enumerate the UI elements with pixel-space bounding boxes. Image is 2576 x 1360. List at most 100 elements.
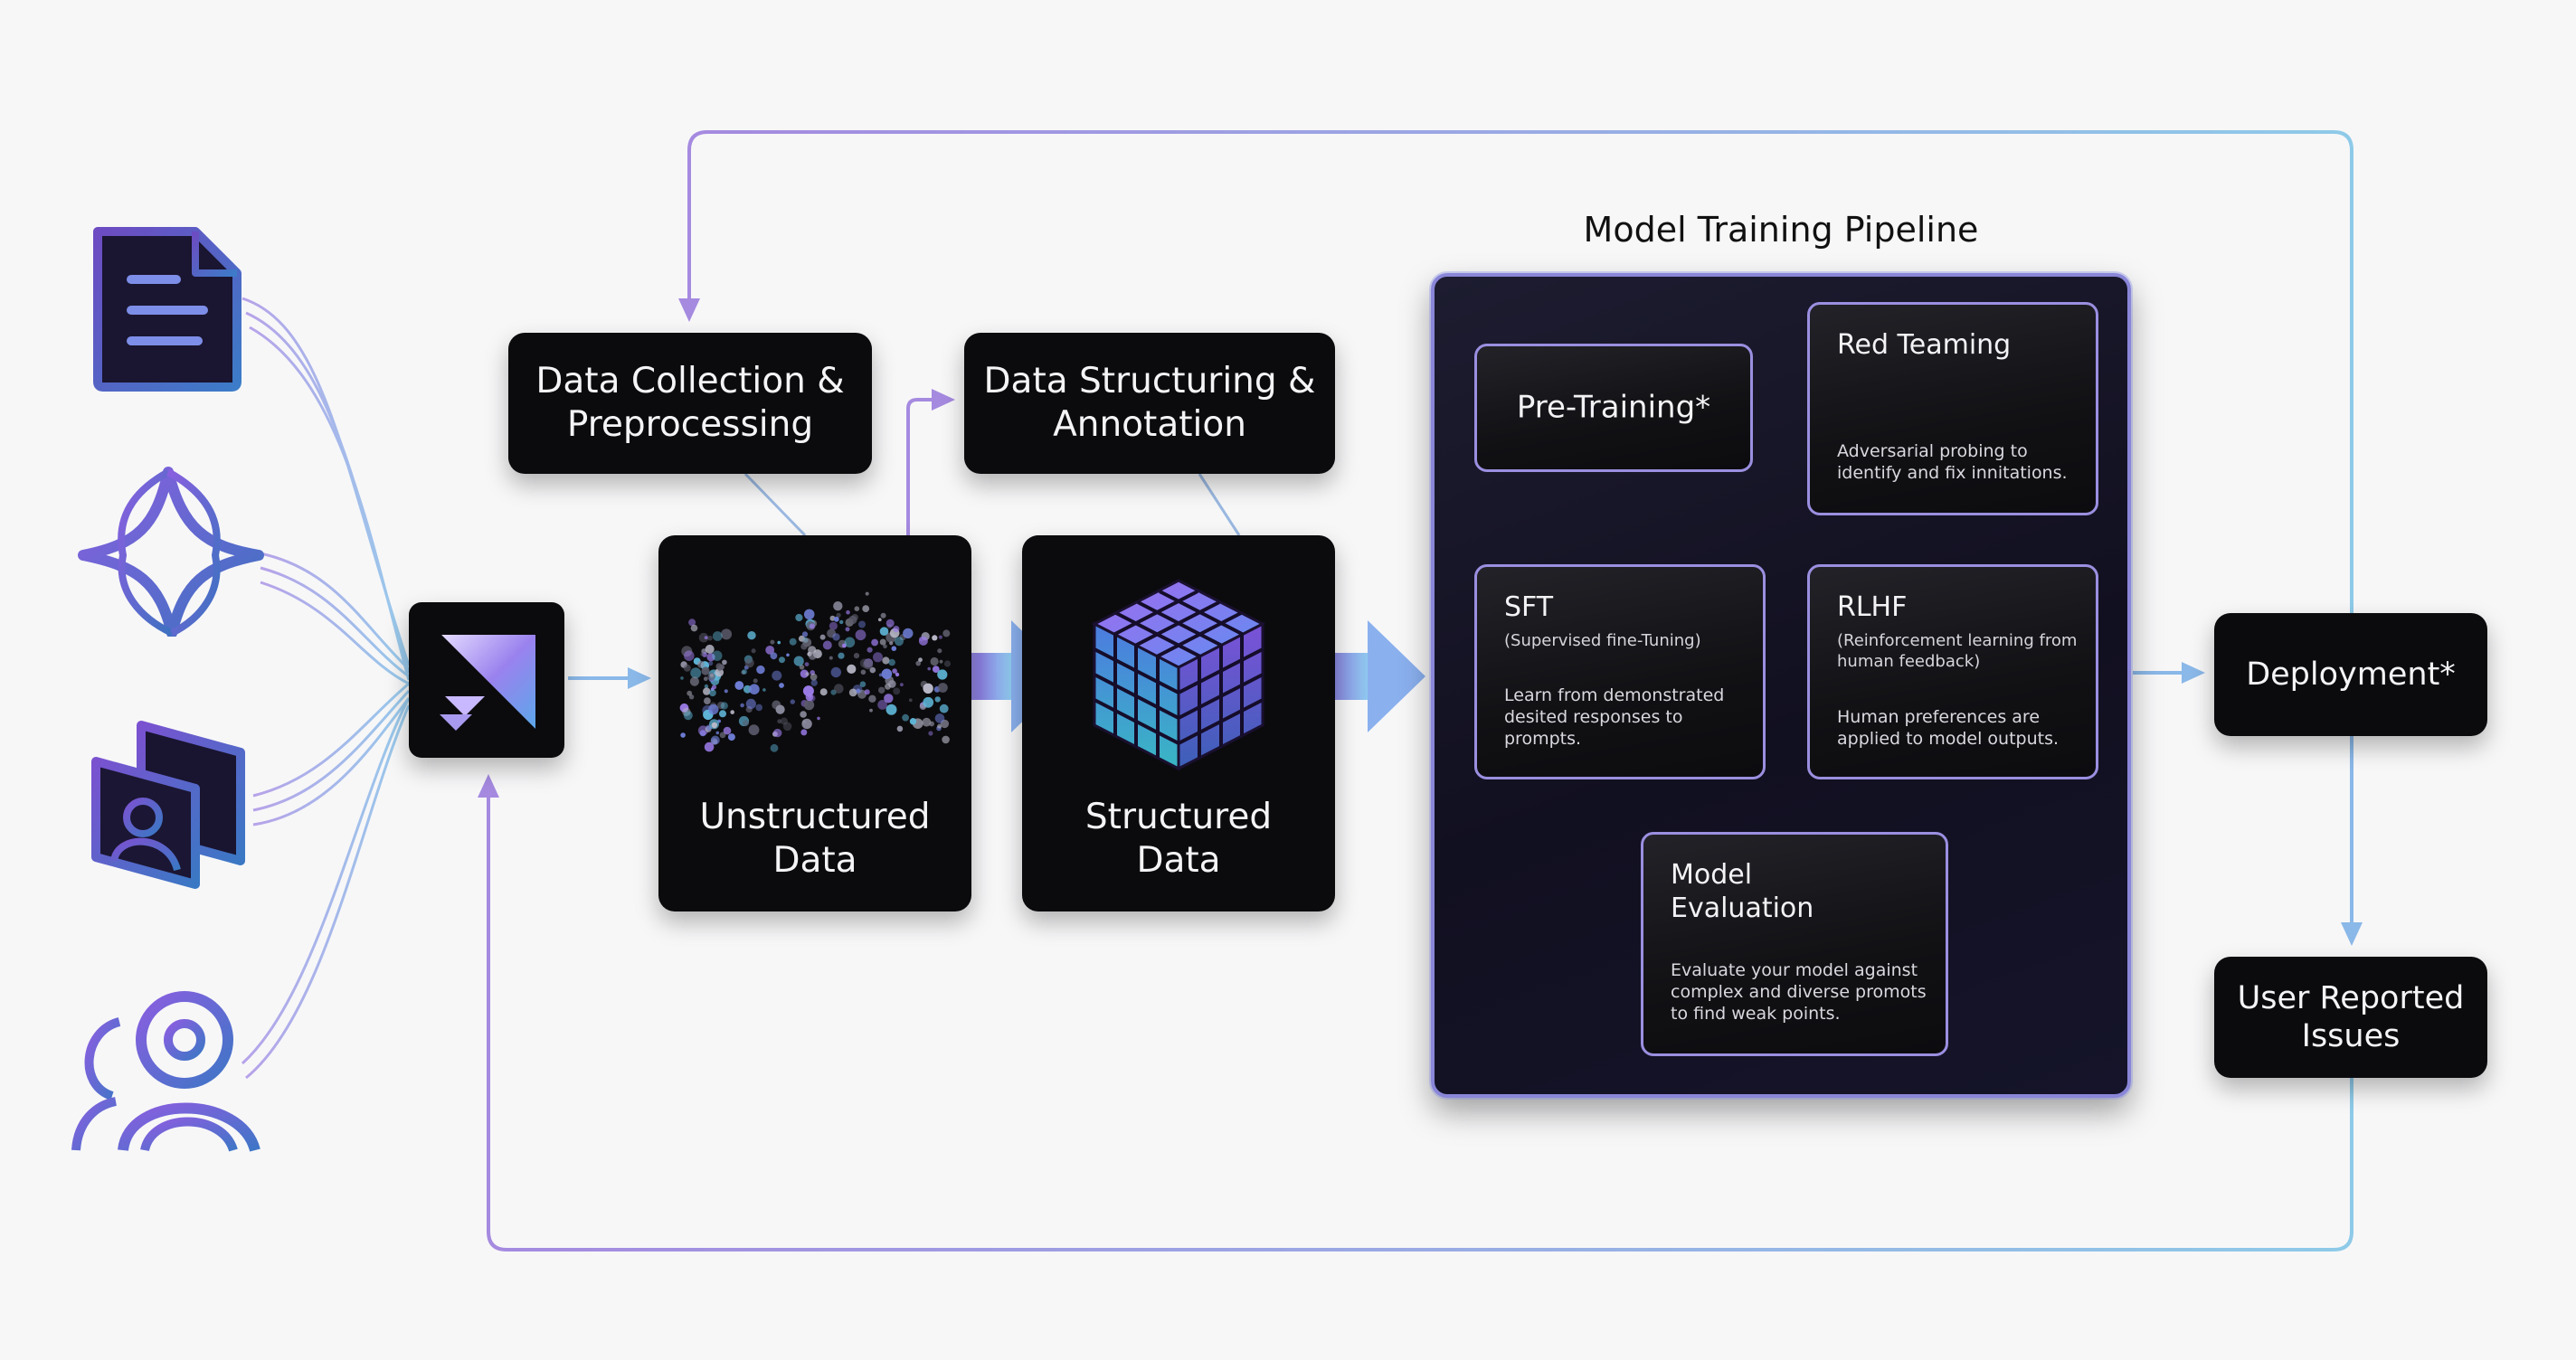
- rlhf-description: Human preferences are applied to model o…: [1837, 707, 2060, 749]
- data-particle: [706, 653, 715, 662]
- data-particle: [720, 702, 728, 710]
- data-particle: [777, 719, 782, 724]
- data-particle: [755, 704, 762, 712]
- data-particle: [880, 612, 886, 619]
- data-particle: [697, 660, 705, 668]
- data-particle: [724, 689, 728, 694]
- data-particle: [895, 672, 900, 677]
- data-particle: [786, 653, 790, 657]
- data-particle: [690, 667, 702, 679]
- data-particle: [838, 652, 845, 659]
- data-structuring-box[interactable]: Data Structuring & Annotation: [964, 333, 1335, 474]
- data-particle: [779, 683, 784, 688]
- deployment-box[interactable]: Deployment*: [2214, 613, 2487, 736]
- red-teaming-description: Adversarial probing to identify and fix …: [1837, 441, 2068, 483]
- data-particle: [938, 683, 948, 693]
- data-particle: [922, 717, 932, 727]
- user-reported-issues-box[interactable]: User Reported Issues: [2214, 957, 2487, 1078]
- data-particle: [810, 673, 818, 681]
- data-particle: [865, 591, 869, 596]
- data-particle: [846, 609, 850, 615]
- data-particle: [707, 635, 713, 641]
- structured-data-label: Structured Data: [1084, 797, 1273, 881]
- data-particle: [867, 647, 873, 653]
- data-particle: [871, 638, 878, 647]
- data-particle: [795, 613, 803, 622]
- data-particle: [888, 658, 895, 666]
- data-particle: [848, 688, 857, 697]
- data-particle: [709, 689, 716, 697]
- data-particle: [775, 704, 785, 714]
- data-particle: [937, 669, 948, 680]
- data-particle: [722, 659, 727, 666]
- structured-data-box[interactable]: Structured Data: [1022, 535, 1335, 911]
- sparkle-icon: [78, 467, 264, 637]
- rlhf-title: RLHF: [1837, 591, 1908, 623]
- data-particle: [822, 640, 832, 650]
- data-particle: [934, 696, 941, 703]
- data-collection-label: Data Collection & Preprocessing: [535, 361, 845, 445]
- structuring-to-structured-line: [1198, 473, 1241, 536]
- data-particle: [751, 648, 756, 654]
- data-particle: [683, 664, 691, 672]
- data-particle: [710, 735, 720, 745]
- data-collection-box[interactable]: Data Collection & Preprocessing: [508, 333, 872, 474]
- data-particle: [927, 666, 931, 671]
- data-particle: [853, 653, 860, 659]
- data-particle: [855, 629, 867, 641]
- data-particle: [883, 644, 887, 649]
- model-evaluation-stage[interactable]: Model Evaluation Evaluate your model aga…: [1641, 832, 1948, 1056]
- rlhf-stage[interactable]: RLHF (Reinforcement learning from human …: [1807, 564, 2098, 779]
- data-particle: [712, 650, 723, 661]
- model-evaluation-title: Model Evaluation: [1671, 859, 1814, 924]
- data-particle: [712, 631, 723, 641]
- data-particle: [687, 690, 693, 696]
- data-particle: [804, 662, 810, 666]
- data-particle: [711, 722, 717, 729]
- data-particle: [900, 683, 904, 686]
- data-cube-icon: [1091, 579, 1266, 771]
- data-particle: [743, 720, 750, 727]
- top-feedback-loop: [678, 130, 2353, 615]
- data-particle: [930, 656, 939, 666]
- data-particle: [708, 660, 714, 666]
- bottom-feedback-loop: [478, 774, 2353, 1251]
- red-teaming-stage[interactable]: Red Teaming Adversarial probing to ident…: [1807, 302, 2098, 515]
- data-particle: [809, 623, 815, 629]
- data-particle: [789, 638, 797, 646]
- data-particle: [801, 631, 809, 638]
- ingest-hub[interactable]: [409, 602, 564, 758]
- sft-description: Learn from demonstrated desited response…: [1504, 685, 1725, 749]
- data-particle: [708, 704, 719, 715]
- data-particle: [928, 731, 933, 736]
- data-particle: [684, 650, 695, 661]
- data-particle: [704, 697, 711, 704]
- data-particle: [830, 666, 841, 678]
- data-particle: [689, 676, 699, 686]
- data-particle: [832, 633, 840, 641]
- data-particle: [819, 688, 828, 696]
- data-particle: [886, 619, 895, 628]
- data-particle: [893, 626, 900, 633]
- data-particle: [704, 741, 715, 752]
- sft-title: SFT: [1504, 591, 1554, 623]
- data-particle: [705, 644, 715, 654]
- data-particle: [777, 640, 781, 645]
- sft-stage[interactable]: SFT (Supervised fine-Tuning) Learn from …: [1474, 564, 1766, 779]
- pretraining-stage[interactable]: Pre-Training*: [1474, 344, 1753, 472]
- data-particle: [869, 666, 876, 674]
- data-particle: [886, 704, 897, 715]
- data-particle: [909, 718, 917, 725]
- data-particle: [839, 619, 844, 625]
- data-particle: [844, 637, 856, 648]
- data-particle: [805, 672, 810, 676]
- data-particle: [864, 689, 870, 695]
- data-particle: [740, 703, 744, 708]
- data-particle: [803, 699, 815, 711]
- data-particle: [908, 698, 913, 703]
- data-particle: [715, 663, 723, 670]
- users-icon: [71, 991, 260, 1152]
- unstructured-data-box[interactable]: Unstructured Data: [658, 535, 971, 911]
- data-particle: [701, 666, 710, 675]
- data-particle: [747, 631, 756, 640]
